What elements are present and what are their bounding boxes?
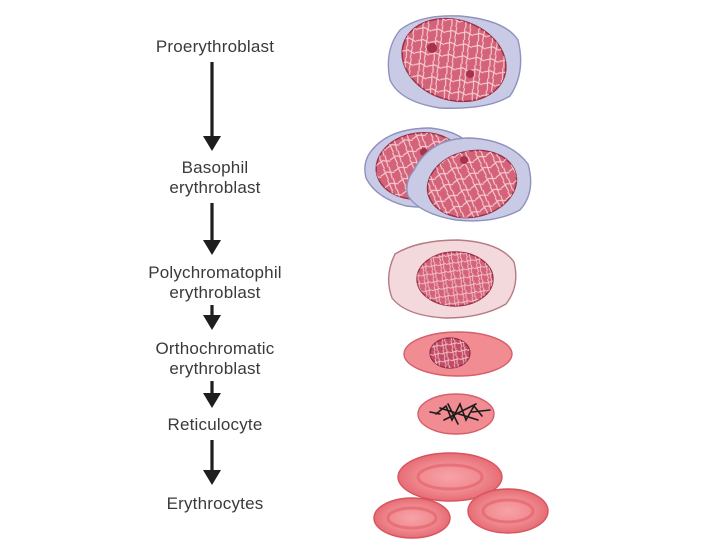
label-basophil-erythroblast: Basophil erythroblast <box>108 158 322 198</box>
arrow-1 <box>203 62 221 151</box>
erythrocytes-cells <box>373 452 549 539</box>
erythrocyte <box>397 452 503 502</box>
arrow-2 <box>203 203 221 255</box>
label-line: Proerythroblast <box>155 37 275 56</box>
arrow-3 <box>203 305 221 330</box>
label-line: erythroblast <box>169 283 261 302</box>
erythrocyte <box>373 497 451 539</box>
label-line: Erythrocytes <box>166 494 264 513</box>
label-line: Basophil <box>181 158 249 177</box>
label-line: erythroblast <box>169 178 261 197</box>
label-proerythroblast: Proerythroblast <box>108 37 322 57</box>
label-erythrocytes: Erythrocytes <box>108 494 322 514</box>
label-line: Polychromatophil <box>148 263 282 282</box>
basophil-erythroblast-cell <box>364 127 532 222</box>
label-line: Orthochromatic <box>155 339 275 358</box>
label-line: Reticulocyte <box>167 415 263 434</box>
arrow-4 <box>203 381 221 408</box>
orthochromatic-erythroblast-cell <box>403 331 513 377</box>
label-polychromatophil-erythroblast: Polychromatophil erythroblast <box>104 263 326 303</box>
proerythroblast-cell <box>387 15 522 109</box>
reticulocyte-cell <box>417 393 495 435</box>
label-reticulocyte: Reticulocyte <box>108 415 322 435</box>
label-line: erythroblast <box>169 359 261 378</box>
label-orthochromatic-erythroblast: Orthochromatic erythroblast <box>108 339 322 379</box>
polychromatophil-erythroblast-cell <box>387 239 517 319</box>
arrow-5 <box>203 440 221 485</box>
erythrocyte <box>467 488 549 534</box>
